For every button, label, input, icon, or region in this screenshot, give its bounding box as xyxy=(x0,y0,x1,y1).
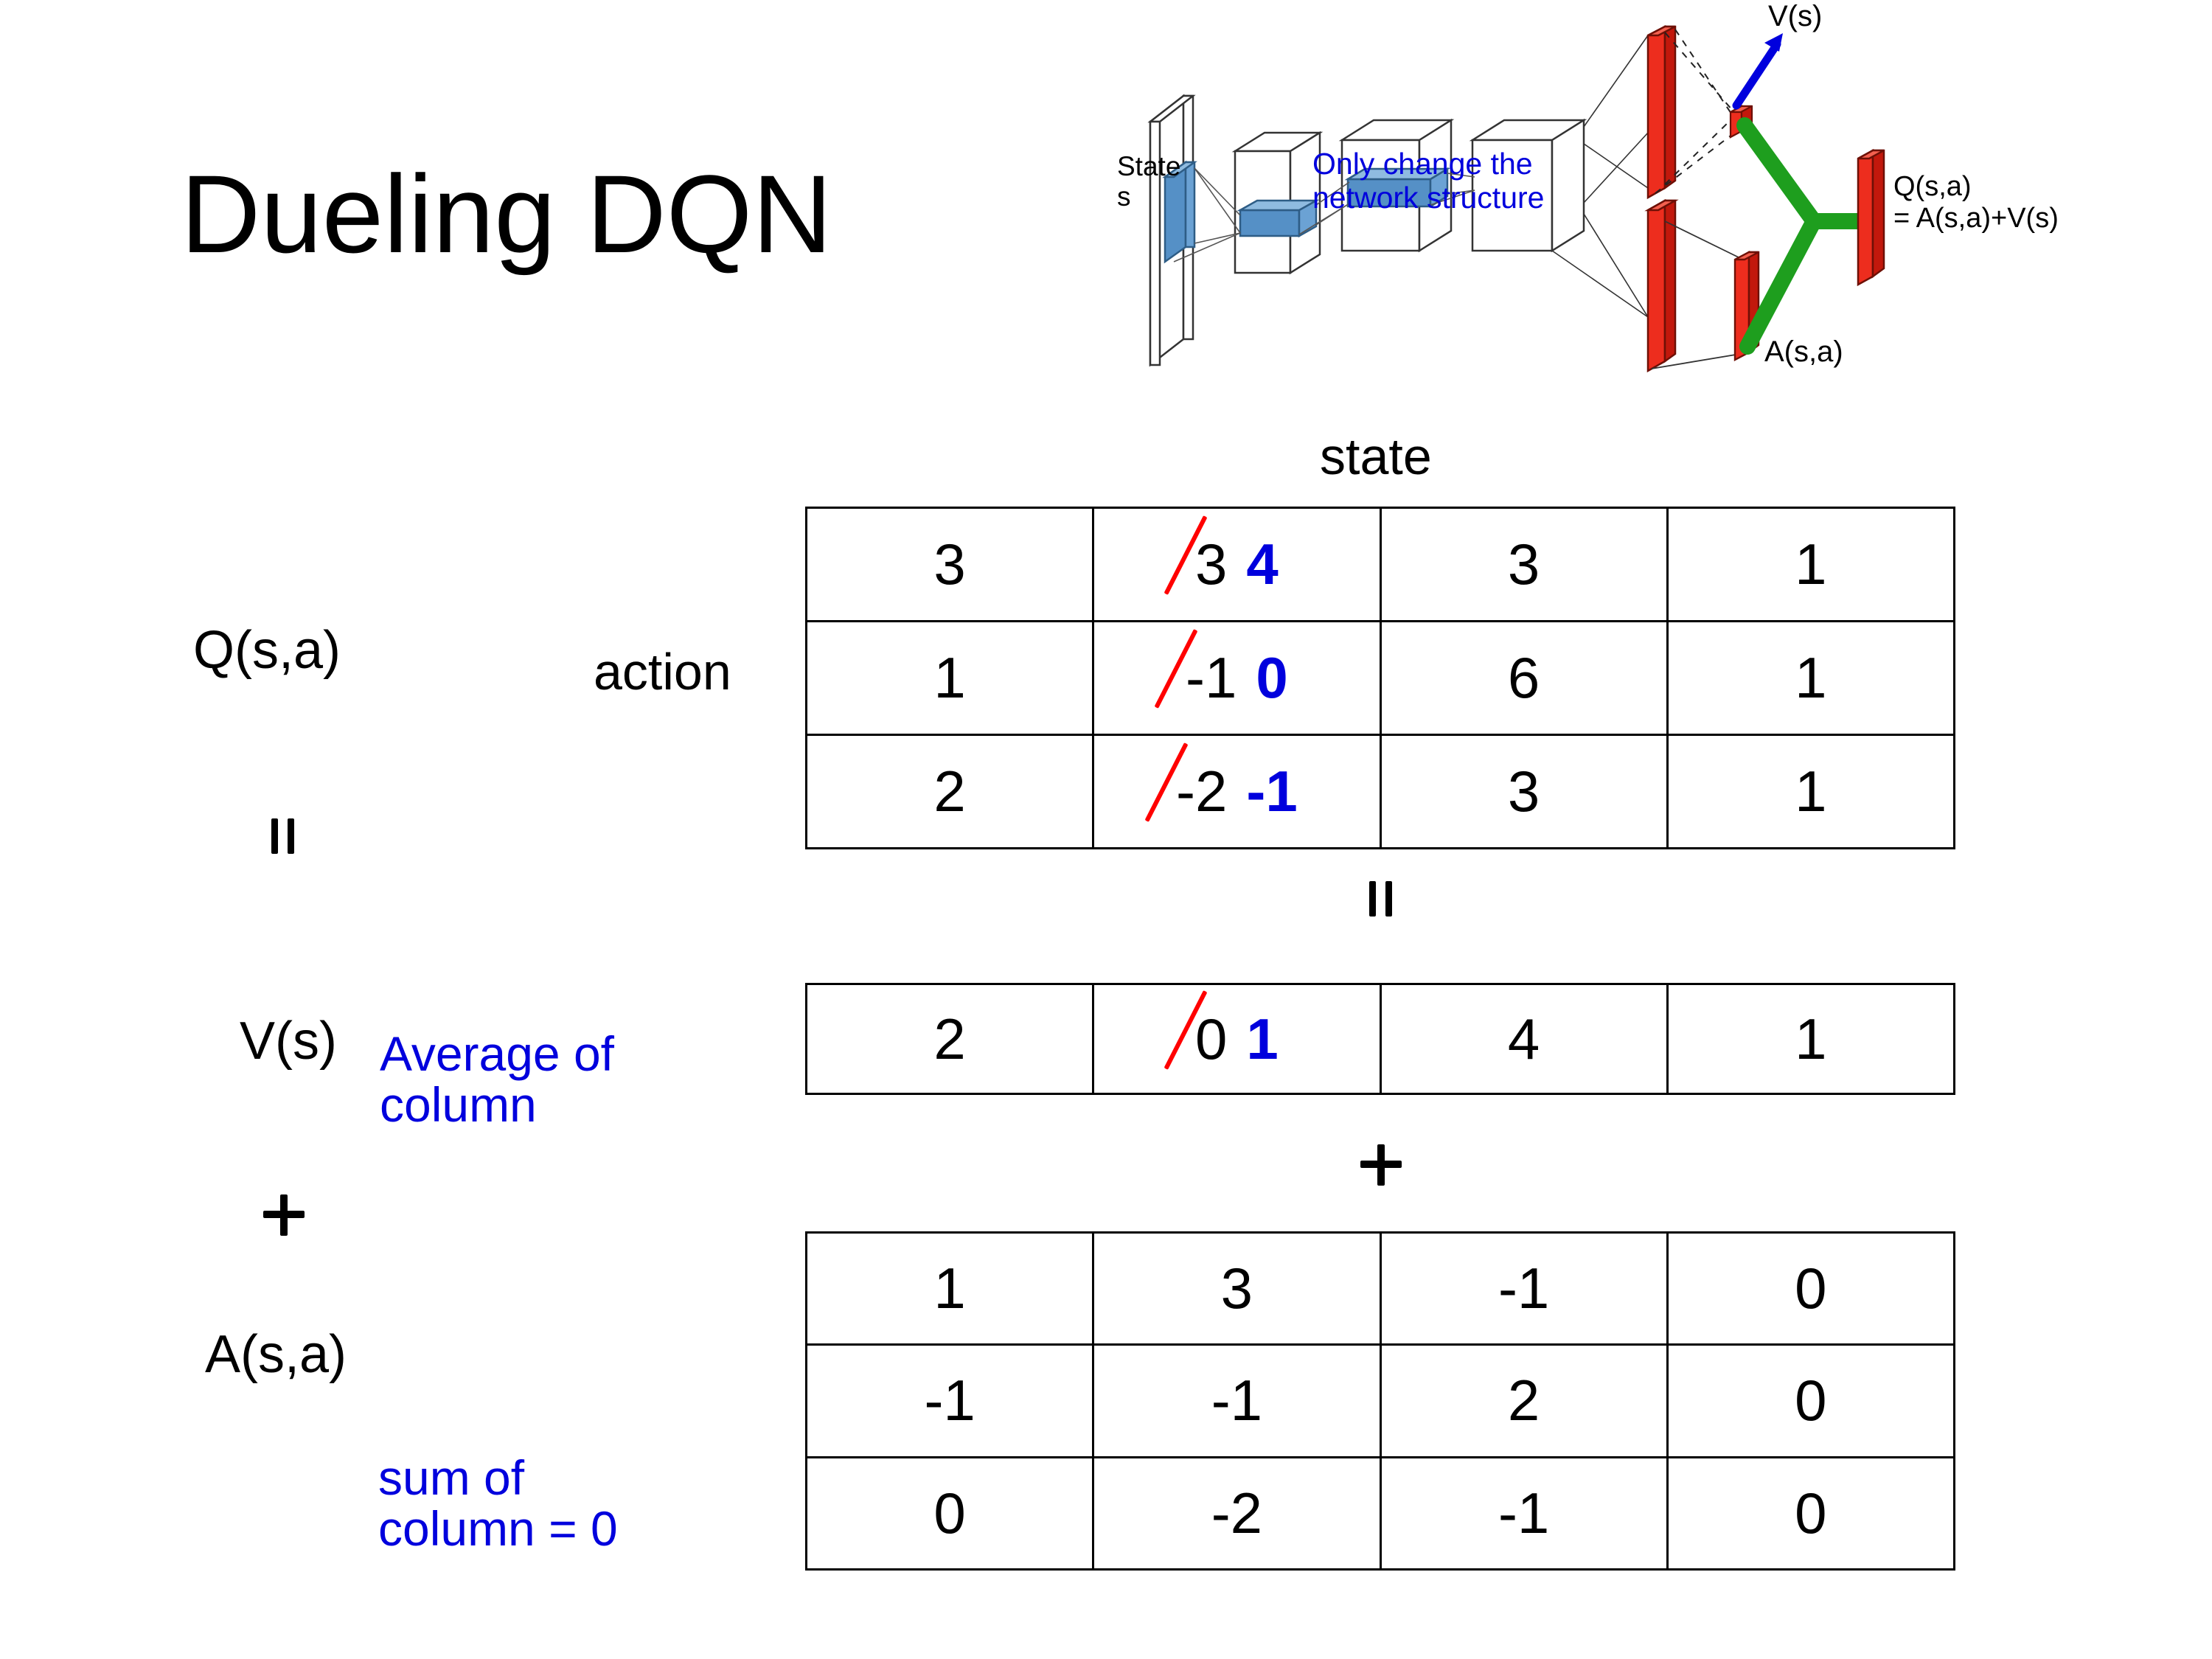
page-title: Dueling DQN xyxy=(181,152,832,276)
q-cell-r0c1[interactable]: 3 4 xyxy=(1092,507,1382,622)
cell-value: 1 xyxy=(1795,645,1827,710)
a-cell-r0c1[interactable]: 3 xyxy=(1092,1231,1382,1346)
cell-value: 0 xyxy=(1795,1480,1827,1545)
cell-value: 2 xyxy=(933,759,966,824)
cell-value: 1 xyxy=(1795,759,1827,824)
v-cell-c1[interactable]: 0 1 xyxy=(1092,983,1382,1095)
advantage-head-label: A(s,a) xyxy=(1764,335,1843,368)
a-annotation: sum of column = 0 xyxy=(378,1450,618,1557)
new-value: 4 xyxy=(1246,532,1279,597)
network-note-line1: Only change the xyxy=(1312,147,1533,181)
output-q-line1: Q(s,a) xyxy=(1893,171,1972,202)
new-value: 1 xyxy=(1246,1006,1279,1071)
q-cell-r2c3[interactable]: 1 xyxy=(1666,734,1956,849)
cell-value: -1 xyxy=(1498,1256,1550,1321)
input-state-line1: State xyxy=(1117,151,1181,181)
a-cell-r1c1[interactable]: -1 xyxy=(1092,1343,1382,1458)
q-cell-r2c1[interactable]: -2 -1 xyxy=(1092,734,1382,849)
new-value: 0 xyxy=(1256,645,1288,710)
q-cell-r1c0[interactable]: 1 xyxy=(804,620,1095,736)
q-cell-r0c3[interactable]: 1 xyxy=(1666,507,1956,622)
cell-value: 0 xyxy=(933,1480,966,1545)
v-function-label: V(s) xyxy=(240,1012,337,1071)
cell-value: 0 xyxy=(1795,1256,1827,1321)
q-cell-r2c0[interactable]: 2 xyxy=(804,734,1095,849)
input-state-label: State s xyxy=(1117,151,1180,212)
output-q-label: Q(s,a) = A(s,a)+V(s) xyxy=(1893,171,2059,234)
new-value: -1 xyxy=(1246,759,1298,824)
a-table: 1 3 -1 0 -1 -1 2 0 xyxy=(804,1231,1956,1571)
v-annotation: Average of column xyxy=(380,1026,615,1133)
cell-value: -2 xyxy=(1211,1480,1263,1545)
a-annotation-line1: sum of xyxy=(378,1450,525,1505)
cell-value: 1 xyxy=(1795,532,1827,597)
cell-value: 4 xyxy=(1507,1006,1540,1071)
struck-old-value: 3 xyxy=(1194,532,1228,597)
axis-label-state: state xyxy=(1320,428,1432,485)
a-cell-r0c2[interactable]: -1 xyxy=(1379,1231,1669,1346)
q-cell-r0c0[interactable]: 3 xyxy=(804,507,1095,622)
a-function-label: A(s,a) xyxy=(205,1325,347,1384)
cell-value: 1 xyxy=(1795,1006,1827,1071)
cell-value: 0 xyxy=(1795,1368,1827,1433)
table-row: 3 3 4 3 1 xyxy=(804,507,1956,622)
a-cell-r2c0[interactable]: 0 xyxy=(804,1455,1095,1571)
struck-old-value: 0 xyxy=(1194,1006,1228,1071)
q-cell-r0c2[interactable]: 3 xyxy=(1379,507,1669,622)
a-cell-r2c2[interactable]: -1 xyxy=(1379,1455,1669,1571)
table-row: 1 -1 0 6 1 xyxy=(804,620,1956,736)
cell-value: 2 xyxy=(933,1006,966,1071)
network-note-line2: network structure xyxy=(1312,180,1545,215)
q-function-label: Q(s,a) xyxy=(193,621,341,680)
table-row: 0 -2 -1 0 xyxy=(804,1455,1956,1571)
struck-old-value: -1 xyxy=(1186,645,1237,710)
table-row: 2 -2 -1 3 1 xyxy=(804,734,1956,849)
cell-value: -1 xyxy=(1211,1368,1263,1433)
a-cell-r0c3[interactable]: 0 xyxy=(1666,1231,1956,1346)
output-q-line2: = A(s,a)+V(s) xyxy=(1893,202,2059,234)
v-cell-c3[interactable]: 1 xyxy=(1666,983,1956,1095)
v-cell-c0[interactable]: 2 xyxy=(804,983,1095,1095)
table-row: -1 -1 2 0 xyxy=(804,1343,1956,1458)
cell-value: 3 xyxy=(933,532,966,597)
cell-value: -1 xyxy=(1498,1480,1550,1545)
q-cell-r1c3[interactable]: 1 xyxy=(1666,620,1956,736)
cell-value: -1 xyxy=(924,1368,975,1433)
table-row: 2 0 1 4 1 xyxy=(804,983,1956,1095)
a-cell-r2c3[interactable]: 0 xyxy=(1666,1455,1956,1571)
q-cell-r1c1[interactable]: -1 0 xyxy=(1092,620,1382,736)
cell-value: 3 xyxy=(1220,1256,1253,1321)
v-annotation-line1: Average of xyxy=(380,1026,615,1081)
cell-value: 1 xyxy=(933,645,966,710)
a-annotation-line2: column = 0 xyxy=(378,1501,618,1557)
cell-value: 3 xyxy=(1507,532,1540,597)
value-head-label: V(s) xyxy=(1768,0,1823,32)
axis-label-action: action xyxy=(594,643,731,700)
a-cell-r1c2[interactable]: 2 xyxy=(1379,1343,1669,1458)
cell-value: 3 xyxy=(1507,759,1540,824)
network-diagram-svg xyxy=(1147,24,1885,373)
a-cell-r0c0[interactable]: 1 xyxy=(804,1231,1095,1346)
cell-value: 6 xyxy=(1507,645,1540,710)
v-cell-c2[interactable]: 4 xyxy=(1379,983,1669,1095)
q-cell-r1c2[interactable]: 6 xyxy=(1379,620,1669,736)
q-table: 3 3 4 3 1 1 xyxy=(804,507,1956,849)
cell-value: 1 xyxy=(933,1256,966,1321)
struck-old-value: -2 xyxy=(1176,759,1228,824)
v-annotation-line2: column xyxy=(380,1077,537,1133)
a-cell-r1c0[interactable]: -1 xyxy=(804,1343,1095,1458)
cell-value: 2 xyxy=(1507,1368,1540,1433)
table-row: 1 3 -1 0 xyxy=(804,1231,1956,1346)
v-table: 2 0 1 4 1 xyxy=(804,983,1956,1095)
a-cell-r2c1[interactable]: -2 xyxy=(1092,1455,1382,1571)
input-state-line2: s xyxy=(1117,181,1131,212)
q-cell-r2c2[interactable]: 3 xyxy=(1379,734,1669,849)
a-cell-r1c3[interactable]: 0 xyxy=(1666,1343,1956,1458)
network-note: Only change the network structure xyxy=(1312,147,1544,215)
dueling-network-diagram: State s Only change the network structur… xyxy=(1106,0,2212,413)
